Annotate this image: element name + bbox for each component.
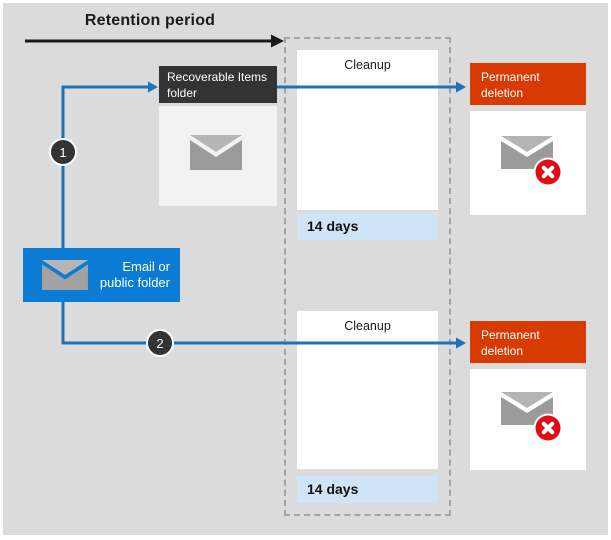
deleted-item-box-bottom	[470, 369, 586, 470]
permanent-deletion-bottom-label: Permanent deletion	[470, 321, 586, 363]
deleted-item-box-top	[470, 111, 586, 215]
cleanup-bottom-label: Cleanup	[344, 319, 391, 333]
duration-bar-top: 14 days	[297, 213, 438, 240]
retention-window-dashed-box	[284, 37, 451, 516]
cleanup-box-bottom: Cleanup	[297, 311, 438, 469]
step-2-badge: 2	[146, 329, 174, 357]
envelope-icon	[190, 135, 242, 170]
permanent-deletion-top-label: Permanent deletion	[470, 63, 586, 105]
cleanup-box-top: Cleanup	[297, 50, 438, 210]
step-1-badge: 1	[49, 138, 77, 166]
email-source-label: Email or public folder	[99, 258, 170, 290]
recoverable-items-folder-box	[159, 106, 277, 206]
duration-bar-bottom: 14 days	[297, 476, 438, 503]
envelope-deleted-icon	[501, 136, 563, 187]
recoverable-items-folder-label: Recoverable Items folder	[159, 66, 277, 103]
retention-period-label: Retention period	[84, 12, 216, 29]
envelope-deleted-icon	[501, 392, 563, 443]
email-source-box: Email or public folder	[23, 248, 180, 302]
envelope-icon	[42, 260, 88, 290]
cleanup-top-label: Cleanup	[344, 58, 391, 72]
